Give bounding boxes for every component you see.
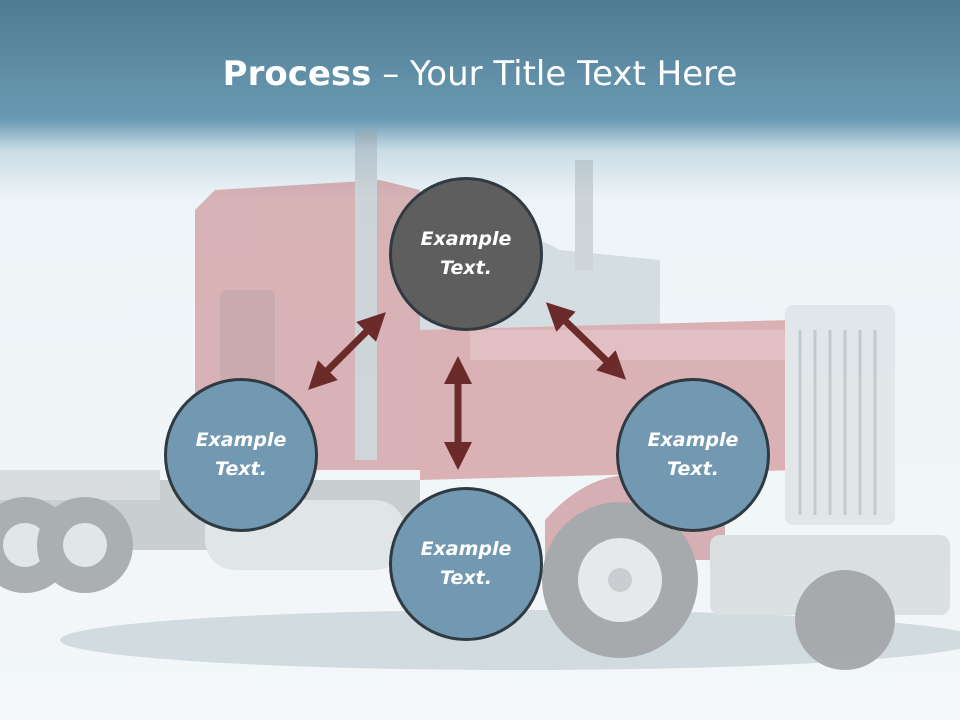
title-separator: –: [371, 54, 411, 94]
node-bottom-text: Example Text.: [420, 538, 512, 589]
slide-title: Process – Your Title Text Here: [0, 52, 960, 96]
arrow-top-left: [308, 312, 386, 390]
node-right-text: Example Text.: [647, 429, 739, 480]
arrow-top-right: [545, 302, 627, 380]
process-node-bottom: Example Text.: [389, 487, 543, 641]
process-node-left: Example Text.: [164, 378, 318, 532]
node-top-text: Example Text.: [420, 228, 512, 279]
node-left-text: Example Text.: [195, 429, 287, 480]
process-node-right: Example Text.: [616, 378, 770, 532]
title-rest: Your Title Text Here: [410, 54, 738, 94]
process-node-top: Example Text.: [389, 177, 543, 331]
title-bold-part: Process: [222, 54, 372, 94]
